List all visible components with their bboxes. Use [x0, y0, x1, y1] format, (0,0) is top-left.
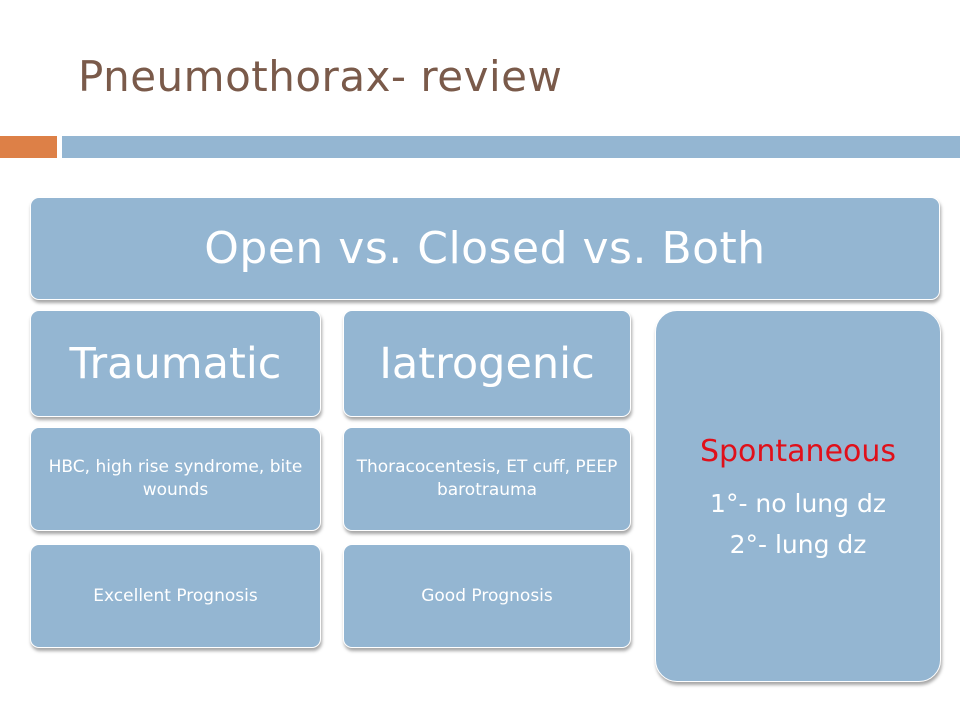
header-box: Open vs. Closed vs. Both: [30, 197, 940, 300]
detail-traumatic: HBC, high rise syndrome, bite wounds: [30, 427, 321, 531]
accent-bar-orange: [0, 136, 57, 158]
spontaneous-primary: 1°- no lung dz: [710, 489, 886, 519]
accent-bar-blue: [62, 136, 960, 158]
spontaneous-secondary: 2°- lung dz: [729, 530, 867, 560]
slide-title: Pneumothorax- review: [78, 52, 563, 101]
detail-iatrogenic: Thoracocentesis, ET cuff, PEEP barotraum…: [343, 427, 631, 531]
spontaneous-box: Spontaneous 1°- no lung dz 2°- lung dz: [655, 310, 941, 682]
spontaneous-title: Spontaneous: [699, 433, 897, 469]
prognosis-traumatic: Excellent Prognosis: [30, 544, 321, 648]
category-iatrogenic: Iatrogenic: [343, 310, 631, 417]
prognosis-iatrogenic: Good Prognosis: [343, 544, 631, 648]
category-traumatic: Traumatic: [30, 310, 321, 417]
